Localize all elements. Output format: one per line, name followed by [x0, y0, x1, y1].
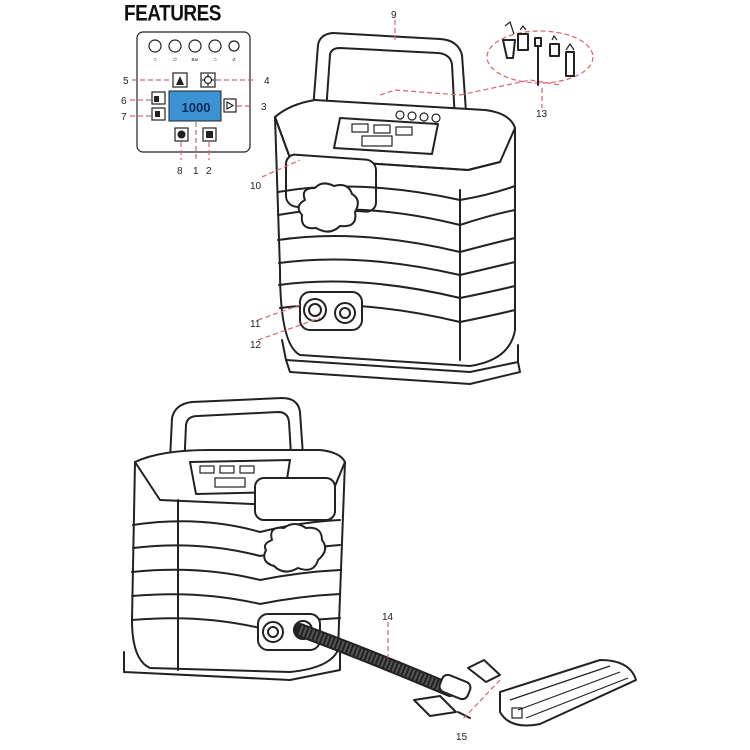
air-mattress	[499, 659, 637, 727]
callout-6: 6	[121, 96, 127, 107]
inflate-hand-icon	[151, 107, 166, 121]
callout-13: 13	[536, 109, 548, 120]
panel-button-labels: ⊃ ∅ Bar ⊃ ⊄	[153, 57, 236, 62]
callout-7: 7	[121, 112, 127, 123]
callout-12: 12	[250, 340, 262, 351]
nozzle-set	[486, 20, 594, 86]
callout-3: 3	[261, 102, 267, 113]
callout-11: 11	[250, 319, 261, 330]
page-title: FEATURES	[124, 2, 221, 27]
battery-icon	[202, 127, 217, 142]
play-icon	[223, 98, 237, 113]
light-icon	[200, 72, 216, 88]
top-air-ports	[299, 291, 363, 331]
callout-5: 5	[123, 76, 129, 87]
lcd-display: 1000	[168, 90, 222, 122]
callout-8: 8	[177, 166, 183, 177]
panel-label-1: ⊃	[153, 57, 157, 62]
panel-label-3: Bar	[191, 57, 199, 62]
panel-label-5: ⊄	[232, 57, 236, 62]
fan-icon	[174, 127, 189, 142]
panel-label-4: ⊃	[213, 57, 217, 62]
callout-1: 1	[193, 166, 199, 177]
callout-10: 10	[250, 181, 262, 192]
panel-top-buttons	[148, 39, 240, 53]
callout-numbers: 5 4 6 3 7 8 1 2 9 10 11 12 13 14 15	[121, 10, 548, 743]
callout-2: 2	[206, 166, 212, 177]
deflate-hand-icon	[151, 91, 166, 105]
control-panel-inset: ⊃ ∅ Bar ⊃ ⊄ 1000	[130, 31, 256, 160]
air-hose	[293, 622, 472, 701]
panel-label-2: ∅	[173, 57, 177, 62]
top-control-panel	[333, 110, 441, 155]
bottom-pump-device	[123, 397, 346, 681]
callout-4: 4	[264, 76, 270, 87]
top-handle	[312, 32, 469, 141]
callout-15: 15	[456, 732, 468, 743]
hose-nozzles	[413, 659, 501, 719]
callout-14: 14	[382, 612, 394, 623]
mode-icon	[172, 72, 188, 88]
callout-9: 9	[391, 10, 397, 21]
top-pump-device	[274, 32, 521, 385]
lcd-readout: 1000	[182, 100, 211, 115]
